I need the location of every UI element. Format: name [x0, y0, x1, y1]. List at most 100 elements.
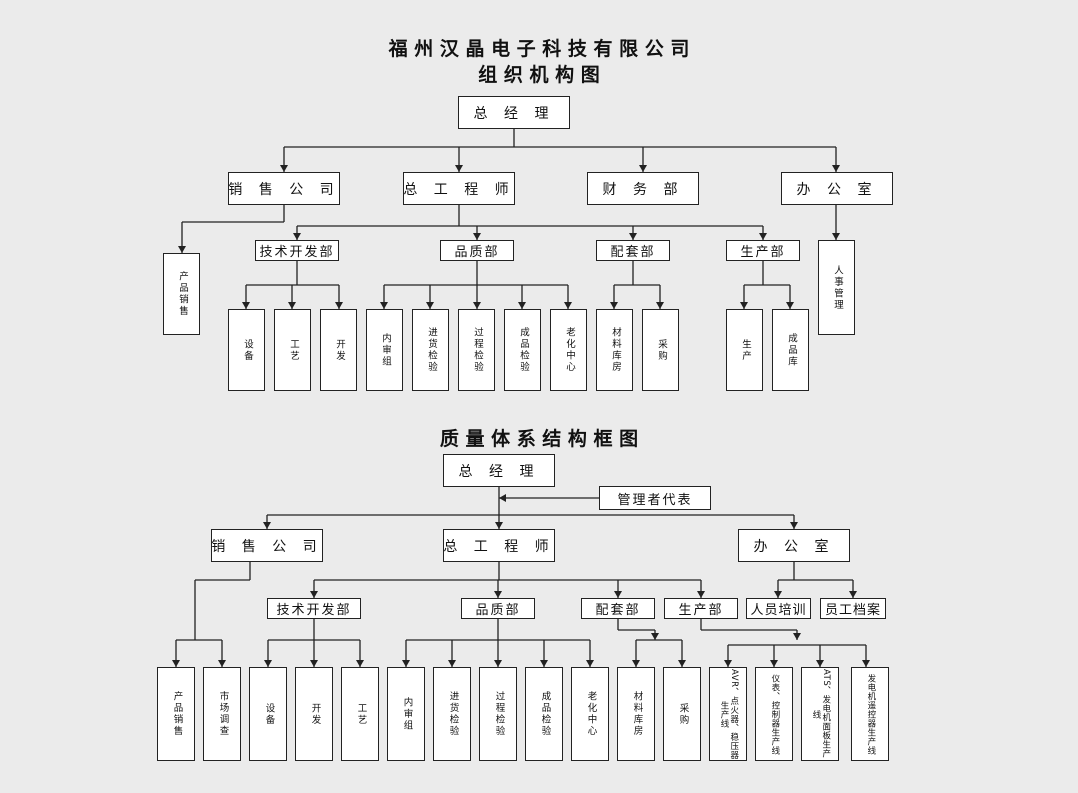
qms-leaf-box: 老化中心 [571, 667, 609, 761]
org-leaf-box: 工艺 [274, 309, 311, 391]
org-leaf-box: 材料库房 [596, 309, 633, 391]
arrowhead [724, 660, 732, 667]
org-leaf-box: 老化中心 [550, 309, 587, 391]
arrowhead [862, 660, 870, 667]
arrowhead [288, 302, 296, 309]
qms-mgmt-rep-box: 管理者代表 [599, 486, 711, 510]
arrowhead [494, 591, 502, 598]
arrowhead [832, 233, 840, 240]
arrowhead [310, 591, 318, 598]
org-gm-box: 总 经 理 [458, 96, 570, 129]
arrowhead [495, 522, 503, 529]
arrowhead [614, 591, 622, 598]
qms-tech-dev-box: 技术开发部 [267, 598, 361, 619]
org-leaf-box: 采购 [642, 309, 679, 391]
qms-leaf-box: 设备 [249, 667, 287, 761]
qms-office-box: 办 公 室 [738, 529, 850, 562]
arrowhead [242, 302, 250, 309]
org-leaf-box: 成品检验 [504, 309, 541, 391]
org-leaf-box: 生产 [726, 309, 763, 391]
arrowhead [473, 302, 481, 309]
arrowhead [793, 633, 801, 640]
org-product-sales-box: 产品销售 [163, 253, 200, 335]
qms-sales-box: 销 售 公 司 [211, 529, 323, 562]
arrowhead [759, 233, 767, 240]
arrowhead [790, 522, 798, 529]
arrowhead [356, 660, 364, 667]
arrowhead [402, 660, 410, 667]
org-chart-title: 福 州 汉 晶 电 子 科 技 有 限 公 司 [388, 38, 690, 60]
org-leaf-box: 过程检验 [458, 309, 495, 391]
qms-leaf-box: 过程检验 [479, 667, 517, 761]
qms-chart-title: 质 量 体 系 结 构 框 图 [439, 428, 639, 450]
qms-leaf-box: 开发 [295, 667, 333, 761]
arrowhead [494, 660, 502, 667]
arrowhead [264, 660, 272, 667]
arrowhead [697, 591, 705, 598]
org-hr-box: 人事管理 [818, 240, 855, 335]
arrowhead [770, 660, 778, 667]
org-sales-box: 销 售 公 司 [228, 172, 340, 205]
qms-leaf-box: 工艺 [341, 667, 379, 761]
qms-leaf-box: 成品检验 [525, 667, 563, 761]
org-leaf-box: 开发 [320, 309, 357, 391]
org-leaf-box: 内审组 [366, 309, 403, 391]
arrowhead [540, 660, 548, 667]
arrowhead [849, 591, 857, 598]
arrowhead [499, 494, 506, 502]
arrowhead [455, 165, 463, 172]
arrowhead [586, 660, 594, 667]
org-leaf-box: 设备 [228, 309, 265, 391]
qms-leaf-box: 进货检验 [433, 667, 471, 761]
qms-leaf-box: 仪表、控制器生产线 [755, 667, 793, 761]
arrowhead [380, 302, 388, 309]
qms-leaf-box: 内审组 [387, 667, 425, 761]
org-leaf-box: 进货检验 [412, 309, 449, 391]
arrowhead [786, 302, 794, 309]
arrowhead [263, 522, 271, 529]
arrowhead [564, 302, 572, 309]
qms-leaf-box: 产品销售 [157, 667, 195, 761]
org-tech-dev-box: 技术开发部 [255, 240, 339, 261]
org-supply-box: 配套部 [596, 240, 670, 261]
arrowhead [832, 165, 840, 172]
arrowhead [816, 660, 824, 667]
arrowhead [426, 302, 434, 309]
org-office-box: 办 公 室 [781, 172, 893, 205]
org-leaf-box: 成品库 [772, 309, 809, 391]
arrowhead [473, 233, 481, 240]
arrowhead [280, 165, 288, 172]
qms-gm-box: 总 经 理 [443, 454, 555, 487]
arrowhead [518, 302, 526, 309]
arrowhead [610, 302, 618, 309]
org-production-box: 生产部 [726, 240, 800, 261]
arrowhead [656, 302, 664, 309]
qms-quality-box: 品质部 [461, 598, 535, 619]
arrowhead [639, 165, 647, 172]
qms-staff-files-box: 员工档案 [820, 598, 886, 619]
qms-leaf-box: AVR、点火器、稳压器生产线 [709, 667, 747, 761]
qms-leaf-box: 市场调查 [203, 667, 241, 761]
arrowhead [172, 660, 180, 667]
qms-leaf-box: 采购 [663, 667, 701, 761]
arrowhead [678, 660, 686, 667]
arrowhead [335, 302, 343, 309]
qms-supply-box: 配套部 [581, 598, 655, 619]
arrowhead [310, 660, 318, 667]
arrowhead [632, 660, 640, 667]
org-finance-box: 财 务 部 [587, 172, 699, 205]
arrowhead [629, 233, 637, 240]
qms-chief-engineer-box: 总 工 程 师 [443, 529, 555, 562]
qms-leaf-box: 发电机遥控器生产线 [851, 667, 889, 761]
arrowhead [218, 660, 226, 667]
qms-leaf-box: ATS、发电机面板生产线 [801, 667, 839, 761]
arrowhead [651, 633, 659, 640]
org-quality-box: 品质部 [440, 240, 514, 261]
org-chief-engineer-box: 总 工 程 师 [403, 172, 515, 205]
qms-production-box: 生产部 [664, 598, 738, 619]
arrowhead [293, 233, 301, 240]
org-chart-subtitle: 组 织 机 构 图 [478, 64, 600, 86]
arrowhead [178, 246, 186, 253]
qms-training-box: 人员培训 [746, 598, 811, 619]
